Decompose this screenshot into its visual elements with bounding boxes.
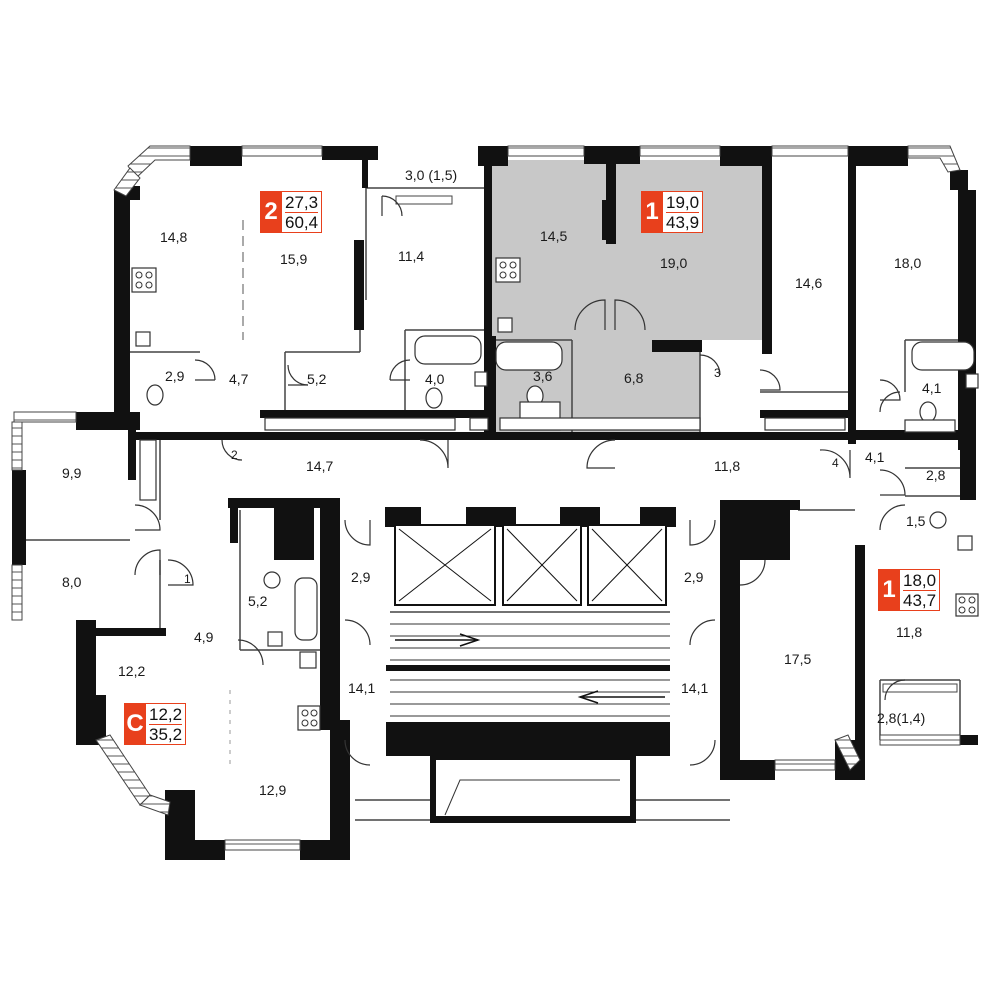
room-area: 4,1: [865, 449, 885, 465]
badge-type: 1: [641, 191, 663, 233]
room-area: 15,9: [280, 251, 307, 267]
room-area: 1,5: [906, 513, 926, 529]
apartment-marker: 3: [714, 366, 721, 380]
room-area: 14,1: [681, 680, 708, 696]
room-area: 4,7: [229, 371, 249, 387]
badge-total-area: 60,4: [285, 211, 319, 232]
badge-living-area: 12,2: [149, 704, 183, 724]
room-area: 2,9: [684, 569, 704, 585]
room-labels: 14,8 15,9 3,0 (1,5) 11,4 14,5 19,0 14,6 …: [62, 167, 946, 798]
apartment-marker: 1: [184, 572, 191, 586]
badge-total-area: 43,9: [666, 211, 700, 232]
room-area: 5,2: [307, 371, 327, 387]
room-area: 4,0: [425, 371, 445, 387]
balcony-area: 3,0 (1,5): [405, 167, 457, 183]
badge-values: 12,2 35,2: [146, 703, 187, 745]
badge-values: 19,0 43,9: [663, 191, 704, 233]
badge-values: 18,0 43,7: [900, 569, 941, 611]
room-area: 14,8: [160, 229, 187, 245]
room-area: 4,9: [194, 629, 214, 645]
apartment-badge: С 12,2 35,2: [124, 703, 187, 745]
doors: [134, 195, 906, 766]
badge-type: С: [124, 703, 146, 745]
badge-living-area: 19,0: [666, 192, 700, 212]
room-area: 19,0: [660, 255, 687, 271]
room-area: 6,8: [624, 370, 644, 386]
fixtures: [131, 257, 979, 731]
apartment-badge: 2 27,3 60,4: [260, 191, 323, 233]
room-area: 11,8: [714, 458, 740, 474]
room-area: 14,7: [306, 458, 333, 474]
badge-values: 27,3 60,4: [282, 191, 323, 233]
room-area: 12,9: [259, 782, 286, 798]
room-area: 17,5: [784, 651, 811, 667]
room-area: 9,9: [62, 465, 82, 481]
room-area: 11,4: [398, 248, 424, 264]
room-area: 14,1: [348, 680, 375, 696]
apartment-marker: 4: [832, 456, 839, 470]
room-area: 14,5: [540, 228, 567, 244]
balcony-area: 2,8(1,4): [877, 710, 925, 726]
badge-total-area: 35,2: [149, 723, 183, 744]
badge-living-area: 18,0: [903, 570, 937, 590]
elevators: [394, 524, 667, 606]
badge-total-area: 43,7: [903, 589, 937, 610]
room-area: 2,8: [926, 467, 946, 483]
room-area: 12,2: [118, 663, 145, 679]
stairs: [390, 623, 670, 717]
room-area: 11,8: [896, 624, 922, 640]
badge-type: 2: [260, 191, 282, 233]
windows: [11, 145, 961, 851]
room-area: 2,9: [351, 569, 371, 585]
room-area: 4,1: [922, 380, 942, 396]
apartment-marker: 2: [231, 448, 238, 462]
room-area: 5,2: [248, 593, 268, 609]
badge-living-area: 27,3: [285, 192, 319, 212]
apartment-badge: 1 19,0 43,9: [641, 191, 704, 233]
room-area: 3,6: [533, 368, 553, 384]
badge-type: 1: [878, 569, 900, 611]
room-area: 18,0: [894, 255, 921, 271]
room-area: 8,0: [62, 574, 82, 590]
room-area: 2,9: [165, 368, 185, 384]
apartment-badge: 1 18,0 43,7: [878, 569, 941, 611]
room-area: 14,6: [795, 275, 822, 291]
